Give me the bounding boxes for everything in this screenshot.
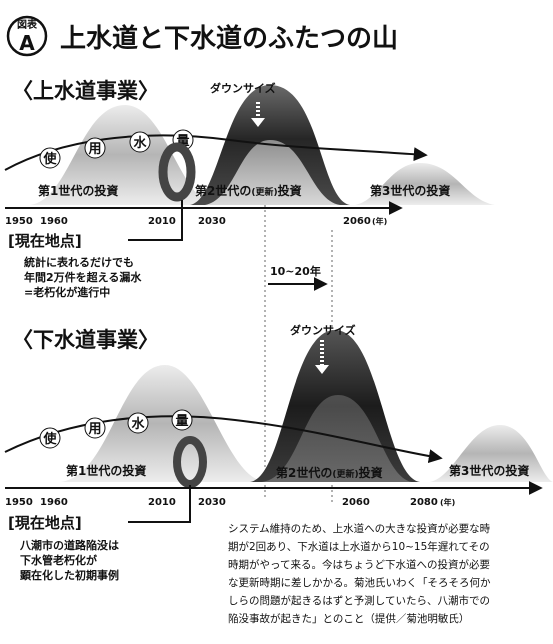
sewer-axis-year-2: 1960 <box>40 497 68 508</box>
sewer-note-line-3: 顕在化した初期事例 <box>20 568 119 582</box>
sewer-usage-char-3: 水 <box>131 416 145 432</box>
sewer-axis-year-4: 2030 <box>198 497 226 508</box>
sewer-axis-year-1: 1950 <box>5 497 33 508</box>
water-usage-char-1: 使 <box>42 151 57 167</box>
caption-line-2: 期が2回あり、下水道は上水道から10~15年遅れてその <box>228 540 490 553</box>
figure-caption: システム維持のため、上水道への大きな投資が必要な時 期が2回あり、下水道は上水道… <box>228 522 491 625</box>
badge-top-text: 図表 <box>17 18 38 31</box>
caption-line-4: な更新時期に差しかかる。菊池氏いわく「そろそろ何か <box>228 576 491 589</box>
water-usage-char-2: 用 <box>87 142 101 157</box>
water-axis-year-5: 2060 <box>343 216 371 227</box>
sewer-gen1-label: 第1世代の投資 <box>66 463 146 478</box>
sewer-downsize-arrow <box>315 340 329 374</box>
water-gen3-label: 第3世代の投資 <box>370 183 450 198</box>
lag-label: 10~20年 <box>270 264 321 278</box>
figure-title: 上水道と下水道のふたつの山 <box>60 23 398 54</box>
water-axis-unit: (年) <box>372 216 387 226</box>
sewer-gen3-mountain <box>430 425 553 482</box>
sewer-axis-year-3: 2010 <box>148 497 176 508</box>
caption-line-1: システム維持のため、上水道への大きな投資が必要な時 <box>228 522 491 535</box>
sewer-axis-year-6: 2080 <box>410 497 438 508</box>
water-axis-year-2: 1960 <box>40 216 68 227</box>
water-note-line-2: 年間2万件を超える漏水 <box>24 270 142 284</box>
badge-letter: A <box>19 31 35 55</box>
water-gen3-mountain <box>355 163 495 205</box>
water-gen2-reduced-mountain <box>205 140 340 205</box>
water-gen1-label: 第1世代の投資 <box>38 183 118 198</box>
water-now-ring <box>158 142 196 202</box>
sewer-usage-char-4: 量 <box>175 414 188 429</box>
sewer-gen2-reduced-mountain <box>262 395 412 482</box>
sewer-usage-chars: 使 用 水 量 <box>39 409 193 449</box>
water-axis-year-4: 2030 <box>198 216 226 227</box>
figure-badge: 図表 A <box>6 15 48 57</box>
sewer-usage-char-1: 使 <box>42 431 57 447</box>
sewer-axis-year-5: 2060 <box>342 497 370 508</box>
sewer-mountains <box>60 330 553 482</box>
sewer-gen1-mountain <box>60 365 265 482</box>
sewer-note-line-1: 八潮市の道路陥没は <box>19 538 119 552</box>
sewer-gen3-label: 第3世代の投資 <box>449 463 529 478</box>
caption-line-6: 陥没事故が起きた」とのこと（提供／菊池明敏氏） <box>228 612 469 625</box>
water-now-leader <box>128 200 183 241</box>
caption-line-5: しらの問題が起きるはずと予測していたら、八潮市での <box>228 594 490 607</box>
sewer-section-title: 〈下水道事業〉 <box>12 328 159 352</box>
water-gen1-mountain <box>30 105 215 205</box>
sewer-note-line-2: 下水管老朽化が <box>20 553 97 567</box>
water-note-line-3: =老朽化が進行中 <box>24 285 110 299</box>
water-note-line-1: 統計に表れるだけでも <box>24 255 134 269</box>
sewer-gen2-label: 第2世代の(更新)投資 <box>276 465 383 480</box>
sewer-axis-unit: (年) <box>440 497 455 507</box>
water-downsize-label: ダウンサイズ <box>210 81 276 95</box>
water-gen2-label: 第2世代の(更新)投資 <box>195 183 302 198</box>
sewer-downsize-label: ダウンサイズ <box>290 323 356 337</box>
water-downsize-arrow <box>251 102 265 127</box>
water-usage-chars: 使 用 水 量 <box>39 129 194 169</box>
sewer-now-label: [現在地点] <box>8 514 82 532</box>
sewer-now-ring <box>173 436 207 488</box>
sewer-usage-curve <box>4 415 443 464</box>
water-supply-section-title: 〈上水道事業〉 <box>12 79 159 103</box>
water-usage-curve <box>4 134 428 171</box>
badge-circle <box>6 15 48 57</box>
water-axis-year-3: 2010 <box>148 216 176 227</box>
water-axis-year-1: 1950 <box>5 216 33 227</box>
water-usage-char-3: 水 <box>133 135 147 151</box>
sewer-now-leader <box>128 485 191 523</box>
caption-line-3: 時期がやって来る。今はちょうど下水道への投資が必要 <box>228 558 490 571</box>
sewer-usage-char-2: 用 <box>87 422 101 437</box>
water-now-label: [現在地点] <box>8 232 82 250</box>
